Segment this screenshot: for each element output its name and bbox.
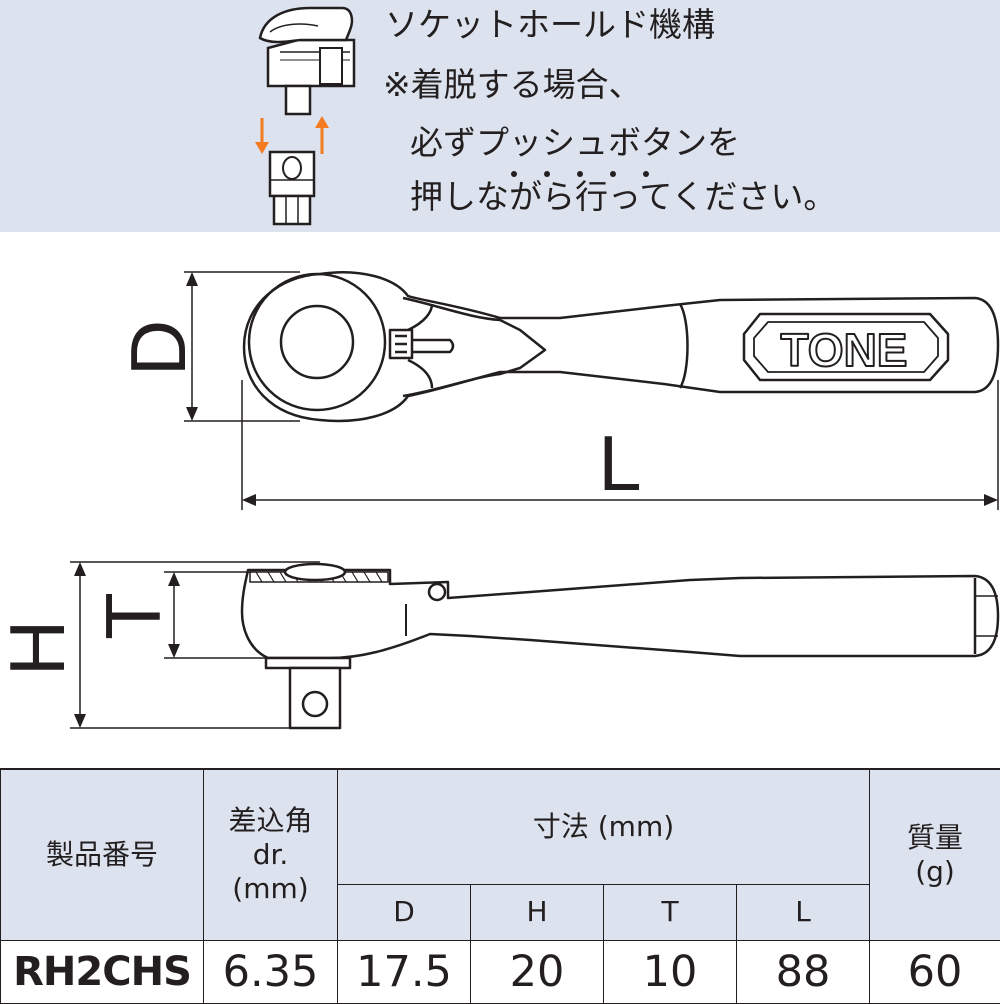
header-l: L [737, 885, 870, 941]
header-drive: 差込角 dr. (mm) [204, 769, 338, 941]
socket-hold-illustration [240, 0, 360, 232]
cell-weight: 60 [870, 941, 1000, 1004]
header-weight-line-2: (g) [915, 855, 955, 888]
cell-model: RH2CHS [1, 941, 204, 1004]
header-drive-line-1: 差込角 [228, 804, 312, 837]
dimension-label-d: D [114, 320, 202, 376]
header-weight-line-1: 質量 [907, 821, 963, 854]
tone-logo: TONE [781, 324, 908, 376]
table-row: RH2CHS 6.35 17.5 20 10 88 60 [1, 941, 1000, 1004]
cell-l: 88 [737, 941, 870, 1004]
header-d: D [338, 885, 471, 941]
cell-d: 17.5 [338, 941, 471, 1004]
ratchet-top-view: TONE [244, 272, 998, 421]
notice-line-2: 必ずプッシュボタンを [410, 126, 740, 159]
notice-banner: ソケットホールド機構 ※着脱する場合、 必ずプッシュボタンを 押しながら行ってく… [0, 0, 1000, 232]
table-header-row: 製品番号 差込角 dr. (mm) 寸法 (mm) 質量 (g) [1, 769, 1000, 885]
header-t: T [604, 885, 737, 941]
spec-table: 製品番号 差込角 dr. (mm) 寸法 (mm) 質量 (g) D H T L… [0, 768, 1000, 1004]
header-drive-line-3: (mm) [232, 872, 308, 905]
notice-line-3: 押しながら行ってください。 [410, 180, 836, 213]
header-model: 製品番号 [1, 769, 204, 941]
ratchet-side-view [242, 564, 998, 728]
notice-title: ソケットホールド機構 [385, 8, 715, 41]
header-drive-line-2: dr. [253, 838, 289, 871]
dimension-label-t: T [89, 592, 177, 640]
dimension-label-l: L [598, 419, 641, 507]
notice-line-1: ※着脱する場合、 [383, 68, 642, 101]
cell-h: 20 [471, 941, 604, 1004]
header-h: H [471, 885, 604, 941]
header-dimensions: 寸法 (mm) [338, 769, 870, 885]
dimension-label-h: H [0, 620, 81, 676]
cell-drive: 6.35 [204, 941, 338, 1004]
ratchet-drawing: TONE [0, 232, 1000, 768]
header-weight: 質量 (g) [870, 769, 1000, 941]
cell-t: 10 [604, 941, 737, 1004]
